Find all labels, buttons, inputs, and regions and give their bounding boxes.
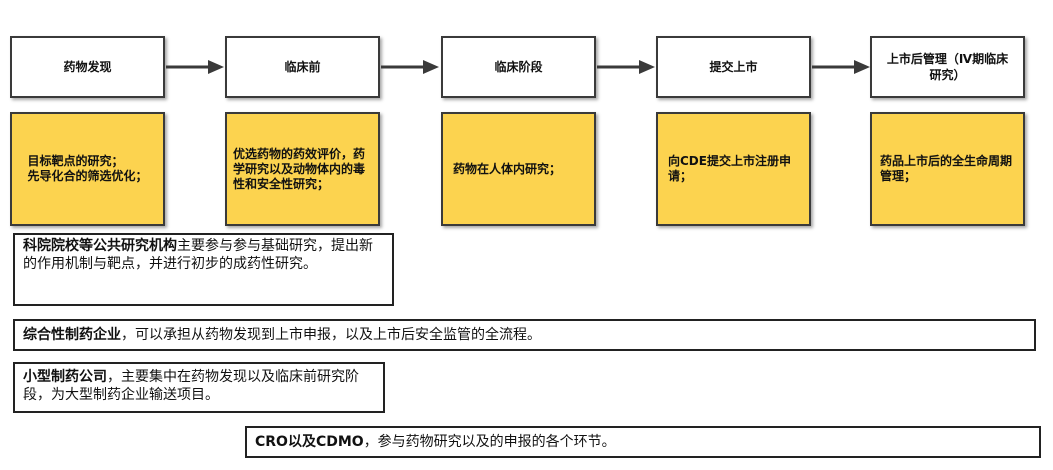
stage-label: 上市后管理（Ⅳ期临床研究） xyxy=(886,52,1009,82)
note-integrated-pharma: 综合性制药企业，可以承担从药物发现到上市申报，以及上市后安全监管的全流程。 xyxy=(13,319,1036,351)
note-entity: 小型制药公司 xyxy=(23,369,107,385)
arrow-icon xyxy=(166,60,224,74)
desc-text: 目标靶点的研究； 先导化合的筛选优化； xyxy=(27,154,148,183)
stage-label: 临床阶段 xyxy=(494,60,543,74)
note-text: ，参与药物研究以及的申报的各个环节。 xyxy=(363,434,616,450)
arrow-icon xyxy=(381,60,439,74)
arrow-icon xyxy=(597,60,655,74)
note-text: ，可以承担从药物发现到上市申报，以及上市后安全监管的全流程。 xyxy=(121,327,541,343)
stage-drug-discovery: 药物发现 xyxy=(10,36,165,98)
desc-text: 药品上市后的全生命周期管理； xyxy=(880,154,1013,183)
stage-label: 药物发现 xyxy=(63,60,112,74)
note-entity: CRO以及CDMO xyxy=(255,434,364,450)
stage-submission: 提交上市 xyxy=(656,36,811,98)
note-entity: 综合性制药企业 xyxy=(23,327,121,343)
stage-label: 提交上市 xyxy=(709,60,758,74)
stage-label: 临床前 xyxy=(284,60,321,74)
note-cro-cdmo: CRO以及CDMO，参与药物研究以及的申报的各个环节。 xyxy=(245,426,1041,458)
desc-text: 优选药物的药效评价，药学研究以及动物体内的毒性和安全性研究； xyxy=(233,146,366,191)
desc-clinical: 药物在人体内研究； xyxy=(441,112,596,226)
note-text: 主要参与参与基础研究，提出新的作用机制与靶点，并进行初步的成药性研究。 xyxy=(23,238,373,272)
stage-preclinical: 临床前 xyxy=(225,36,380,98)
note-public-research: 科院院校等公共研究机构主要参与参与基础研究，提出新的作用机制与靶点，并进行初步的… xyxy=(13,233,394,306)
desc-preclinical: 优选药物的药效评价，药学研究以及动物体内的毒性和安全性研究； xyxy=(225,112,380,226)
desc-post-market: 药品上市后的全生命周期管理； xyxy=(870,112,1025,226)
desc-drug-discovery: 目标靶点的研究； 先导化合的筛选优化； xyxy=(10,112,165,226)
desc-text: 向CDE提交上市注册申请； xyxy=(668,154,791,183)
note-entity: 科院院校等公共研究机构 xyxy=(23,238,177,254)
desc-submission: 向CDE提交上市注册申请； xyxy=(656,112,811,226)
note-text: ，主要集中在药物发现以及临床前研究阶段，为大型制药企业输送项目。 xyxy=(23,369,359,403)
stage-clinical: 临床阶段 xyxy=(441,36,596,98)
stage-post-market: 上市后管理（Ⅳ期临床研究） xyxy=(870,36,1025,98)
arrow-icon xyxy=(812,60,870,74)
desc-text: 药物在人体内研究； xyxy=(453,161,562,176)
note-small-pharma: 小型制药公司，主要集中在药物发现以及临床前研究阶段，为大型制药企业输送项目。 xyxy=(13,362,385,413)
